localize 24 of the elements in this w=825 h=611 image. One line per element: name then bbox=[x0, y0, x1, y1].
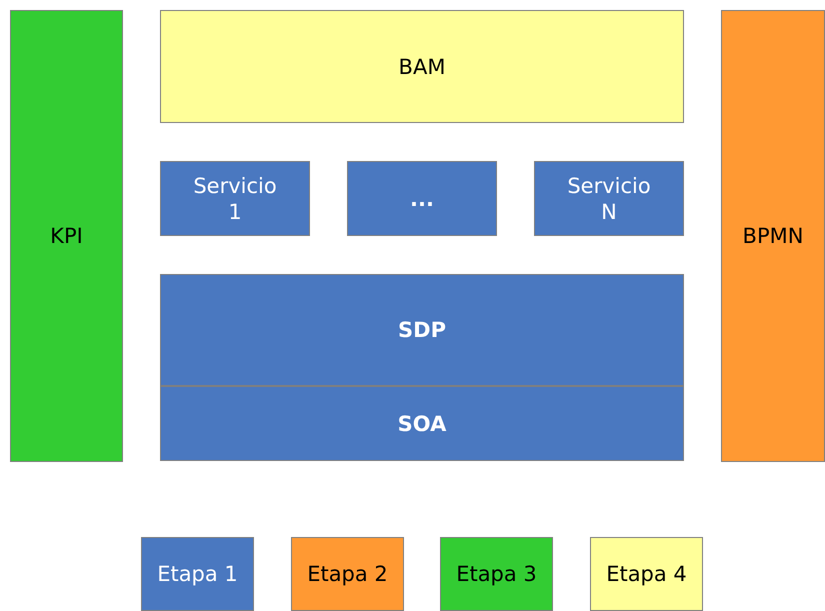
block-label: BAM bbox=[398, 54, 446, 80]
block-label: BPMN bbox=[742, 223, 804, 249]
stage-box bbox=[141, 537, 254, 611]
block-label: Etapa 2 bbox=[307, 561, 388, 587]
service-box bbox=[160, 161, 310, 236]
block-label: Etapa 3 bbox=[456, 561, 537, 587]
block-label: Servicio N bbox=[566, 172, 652, 224]
layer-block bbox=[160, 386, 684, 461]
pillar-block bbox=[10, 10, 123, 462]
block-label: Etapa 4 bbox=[606, 561, 687, 587]
block-label: Etapa 1 bbox=[157, 561, 238, 587]
block-label: ... bbox=[410, 186, 434, 212]
layer-block bbox=[160, 10, 684, 123]
service-box bbox=[347, 161, 497, 236]
service-box bbox=[534, 161, 684, 236]
block-label: KPI bbox=[50, 223, 83, 249]
block-label: SDP bbox=[398, 317, 446, 343]
stage-box bbox=[440, 537, 553, 611]
pillar-block bbox=[721, 10, 825, 462]
block-label: SOA bbox=[398, 410, 446, 436]
stage-box bbox=[291, 537, 404, 611]
layer-block bbox=[160, 274, 684, 386]
block-label: Servicio 1 bbox=[192, 172, 278, 224]
stage-box bbox=[590, 537, 703, 611]
